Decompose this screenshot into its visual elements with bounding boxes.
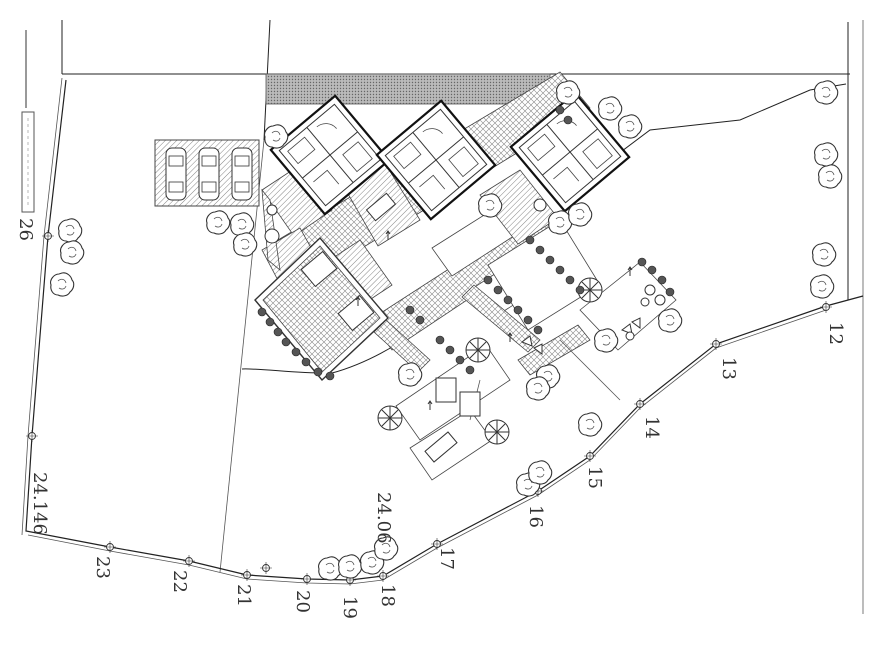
- boundary-label-14: 14: [641, 416, 662, 439]
- parking-area: [154, 139, 260, 207]
- boundary-label-22: 22: [169, 570, 190, 593]
- boundary-label-16: 16: [525, 505, 546, 528]
- boundary-label-19: 19: [339, 596, 360, 619]
- boundary-label-15: 15: [584, 466, 605, 489]
- boundary-label-23: 23: [92, 556, 113, 579]
- title-block: [21, 30, 35, 213]
- boundary-label-26: 26: [15, 218, 36, 241]
- boundary-label-24146: 24.146: [29, 472, 50, 535]
- patio-furniture: [264, 192, 666, 463]
- boundary-label-13: 13: [718, 357, 739, 380]
- boundary-label-12: 12: [825, 322, 846, 345]
- boundary-label-21: 21: [233, 584, 254, 607]
- sheet-frame: [61, 19, 864, 614]
- boundary-label-20: 20: [292, 590, 313, 613]
- boundary-label-2406: 24.06: [373, 492, 394, 544]
- houses: [269, 91, 631, 221]
- boundary-label-18: 18: [377, 584, 398, 607]
- boundary-labels: 12 13 14 15 16 17 18 19 20 21 22 23 24.1…: [15, 218, 846, 619]
- boundary-label-17: 17: [436, 547, 457, 570]
- feature-plants: [377, 277, 603, 445]
- gravel-strip: [265, 73, 551, 105]
